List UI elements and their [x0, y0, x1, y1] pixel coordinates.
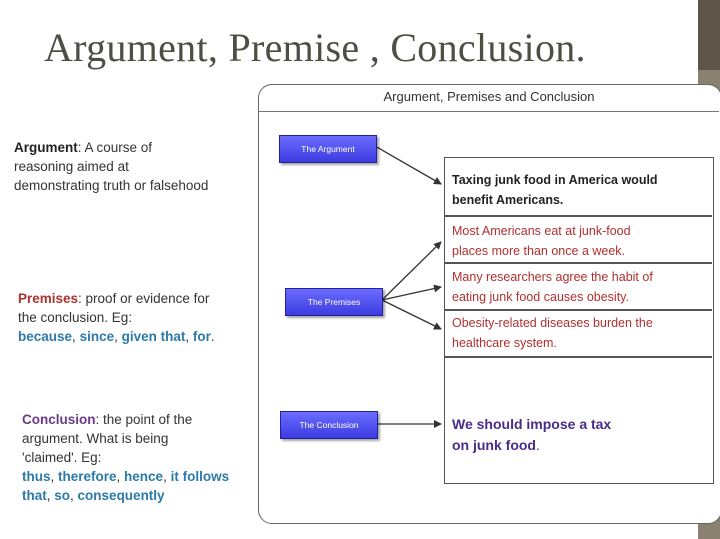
definition-text: the conclusion. Eg: [18, 310, 133, 325]
node-conclusion: The Conclusion [280, 411, 378, 439]
definition-text: reasoning aimed at [14, 159, 129, 174]
keyword: consequently [77, 488, 165, 503]
keyword: because [18, 329, 73, 344]
keyword: since [79, 329, 115, 344]
page-title: Argument, Premise , Conclusion. [44, 25, 586, 70]
definition-text: : A course of [77, 140, 153, 155]
premise-statement: Obesity-related diseases burden the heal… [452, 313, 708, 353]
definition-text: demonstrating truth or falsehood [14, 178, 209, 193]
statement-line: Obesity-related diseases burden the [452, 316, 653, 330]
statement-line: on junk food [452, 437, 536, 453]
statement-line: . [535, 437, 540, 453]
term-premises: Premises [18, 291, 79, 306]
side-decor-accent [698, 0, 720, 70]
conclusion-statement: We should impose a tax on junk food. [452, 414, 708, 456]
keyword: hence [124, 469, 164, 484]
definition-argument: Argument: A course of reasoning aimed at… [14, 138, 254, 195]
keyword: it follows that [22, 469, 230, 503]
argument-statement: Taxing junk food in America would benefi… [452, 170, 708, 210]
definition-conclusion: Conclusion: the point of the argument. W… [22, 412, 230, 503]
statement-line: healthcare system. [452, 336, 557, 350]
node-argument: The Argument [279, 135, 377, 163]
keyword: given that [121, 329, 186, 344]
arrow-argument [374, 145, 442, 185]
arrow-premise-3 [381, 299, 442, 330]
premise-statement: Many researchers agree the habit of eati… [452, 267, 708, 307]
definition-text: : the point of the [95, 412, 193, 427]
arrow-premise-1 [381, 241, 442, 301]
statement-divider [444, 309, 712, 311]
term-conclusion: Conclusion [22, 412, 96, 427]
keyword: for [192, 329, 211, 344]
statement-divider [444, 356, 712, 358]
keyword: therefore [58, 469, 117, 484]
statement-line: places more than once a week. [452, 244, 626, 258]
statement-line: eating junk food causes obesity. [452, 290, 629, 304]
statement-line: benefit Americans. [452, 193, 564, 207]
keyword: so [54, 488, 71, 503]
definition-text: 'claimed'. Eg: [22, 450, 102, 465]
diagram-title: Argument, Premises and Conclusion [383, 89, 595, 104]
statement-divider [444, 262, 712, 264]
arrow-premise-2 [381, 284, 442, 301]
definition-text: : proof or evidence for [78, 291, 210, 306]
statement-line: Most Americans eat at junk-food [452, 224, 631, 238]
diagram-title-divider [259, 111, 719, 112]
statement-line: Taxing junk food in America would [452, 173, 658, 187]
premise-statement: Most Americans eat at junk-food places m… [452, 221, 708, 261]
statement-divider [444, 215, 712, 217]
definition-text: argument. What is being [22, 431, 169, 446]
statement-line: We should impose a tax [452, 416, 612, 432]
node-premises: The Premises [285, 288, 383, 316]
term-argument: Argument [14, 140, 78, 155]
keyword: thus [22, 469, 51, 484]
statement-box [444, 157, 714, 484]
statement-line: Many researchers agree the habit of [452, 270, 653, 284]
definition-premises: Premises: proof or evidence for the conc… [18, 291, 215, 344]
